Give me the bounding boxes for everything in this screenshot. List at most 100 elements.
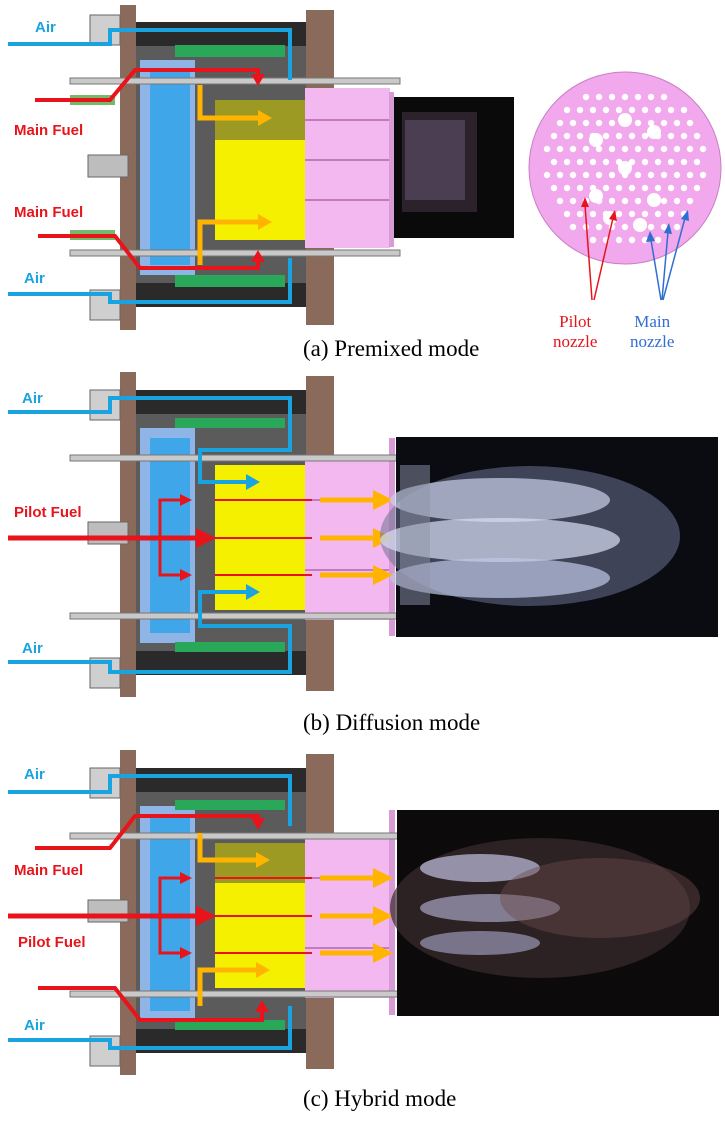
main-nozzle-hole (563, 184, 571, 192)
main-nozzle-hole (556, 145, 564, 153)
main-nozzle-hole (602, 158, 610, 166)
main-nozzle-hole (621, 223, 629, 231)
label-main-fuel-1: Main Fuel (14, 122, 84, 139)
main-pointer-2 (661, 231, 669, 301)
main-nozzle-hole (608, 119, 616, 127)
main-nozzle-hole (550, 132, 558, 140)
main-nozzle-hole (576, 210, 584, 218)
main-pointer-1 (650, 239, 662, 301)
main-nozzle-hole (589, 158, 597, 166)
liner (305, 88, 390, 248)
combustor-schematic-b (8, 372, 718, 697)
main-nozzle-hole (602, 184, 610, 192)
main-nozzle-hole (569, 171, 577, 179)
main-nozzle-hole (667, 132, 675, 140)
label-air-bottom-b: Air (22, 640, 43, 657)
combustor-schematic-c (8, 750, 719, 1075)
main-nozzle-hole (686, 171, 694, 179)
main-nozzle-hole (647, 145, 655, 153)
pilot-nozzle-label: Pilot nozzle (553, 312, 597, 352)
main-nozzle-hole (647, 223, 655, 231)
main-nozzle-hole (576, 184, 584, 192)
main-nozzle-hole (569, 197, 577, 205)
panel-diffusion: Air Pilot Fuel Air (b) Diffusion mode (0, 370, 725, 742)
pilot-nozzle-label-line1: Pilot (559, 312, 592, 331)
main-nozzle-hole (660, 93, 668, 101)
main-nozzle-hole (621, 197, 629, 205)
panel-hybrid: Air Main Fuel Pilot Fuel Air (c) Hybrid … (0, 748, 725, 1133)
main-nozzle-hole (641, 184, 649, 192)
main-nozzle-hole (582, 145, 590, 153)
main-nozzle-hole (582, 119, 590, 127)
main-nozzle-hole (686, 197, 694, 205)
main-nozzle-hole (615, 184, 623, 192)
main-nozzle-hole (543, 171, 551, 179)
main-nozzle-hole (634, 93, 642, 101)
main-nozzle-hole (595, 171, 603, 179)
main-nozzle-hole (641, 106, 649, 114)
main-nozzle-hole (615, 106, 623, 114)
main-nozzle-hole (654, 106, 662, 114)
pilot-nozzle-hole (647, 125, 661, 139)
main-nozzle-hole (686, 145, 694, 153)
main-nozzle-hole (595, 93, 603, 101)
main-nozzle-hole (608, 171, 616, 179)
main-nozzle-hole (634, 145, 642, 153)
main-nozzle-hole (667, 158, 675, 166)
panel-premixed: Air Main Fuel Main Fuel Air Pilot nozzle… (0, 0, 725, 370)
combustor-schematic-a (8, 5, 722, 330)
main-nozzle-hole (673, 197, 681, 205)
pilot-nozzle-hole (589, 189, 603, 203)
main-nozzle-hole (563, 210, 571, 218)
caption-c: (c) Hybrid mode (303, 1086, 457, 1111)
main-nozzle-hole (608, 197, 616, 205)
label-pilot-fuel-b: Pilot Fuel (14, 504, 82, 521)
main-nozzle-hole (628, 132, 636, 140)
main-nozzle-hole (660, 171, 668, 179)
main-nozzle-hole (647, 171, 655, 179)
main-nozzle-label-line2: nozzle (630, 332, 675, 351)
main-nozzle-hole (673, 223, 681, 231)
main-nozzle-hole (693, 132, 701, 140)
main-nozzle-hole (595, 119, 603, 127)
main-nozzle-hole (654, 158, 662, 166)
main-nozzle-hole (660, 223, 668, 231)
main-nozzle-hole (595, 223, 603, 231)
main-nozzle-label-line1: Main (634, 312, 671, 331)
main-nozzle-hole (628, 210, 636, 218)
main-nozzle-hole (699, 171, 707, 179)
pilot-nozzle-label-line2: nozzle (553, 332, 598, 351)
main-nozzle-hole (680, 106, 688, 114)
main-nozzle-label: Main nozzle (630, 312, 674, 352)
main-nozzle-hole (634, 119, 642, 127)
main-nozzle-hole (647, 119, 655, 127)
pilot-nozzle-hole (618, 113, 632, 127)
main-nozzle-hole (641, 132, 649, 140)
main-nozzle-hole (667, 106, 675, 114)
main-nozzle-hole (654, 236, 662, 244)
main-nozzle-hole (589, 210, 597, 218)
main-nozzle-hole (667, 210, 675, 218)
main-nozzle-hole (608, 93, 616, 101)
main-nozzle-hole (686, 119, 694, 127)
main-nozzle-hole (628, 106, 636, 114)
fuel-flow-bottom (38, 234, 260, 270)
pilot-nozzle-hole (633, 218, 647, 232)
main-nozzle-hole (641, 210, 649, 218)
main-nozzle-hole (660, 119, 668, 127)
main-nozzle-hole (563, 158, 571, 166)
label-air-top-c: Air (24, 766, 45, 783)
main-nozzle-hole (569, 119, 577, 127)
pilot-nozzle-hole (618, 161, 632, 175)
main-nozzle-hole (680, 184, 688, 192)
main-nozzle-hole (569, 145, 577, 153)
main-nozzle-hole (621, 145, 629, 153)
main-nozzle-hole (563, 132, 571, 140)
main-nozzle-hole (621, 93, 629, 101)
main-nozzle-hole (595, 145, 603, 153)
main-nozzle-hole (543, 145, 551, 153)
main-nozzle-hole (556, 197, 564, 205)
label-main-fuel-c: Main Fuel (14, 862, 84, 879)
main-nozzle-hole (628, 184, 636, 192)
pilot-nozzle-hole (589, 133, 603, 147)
